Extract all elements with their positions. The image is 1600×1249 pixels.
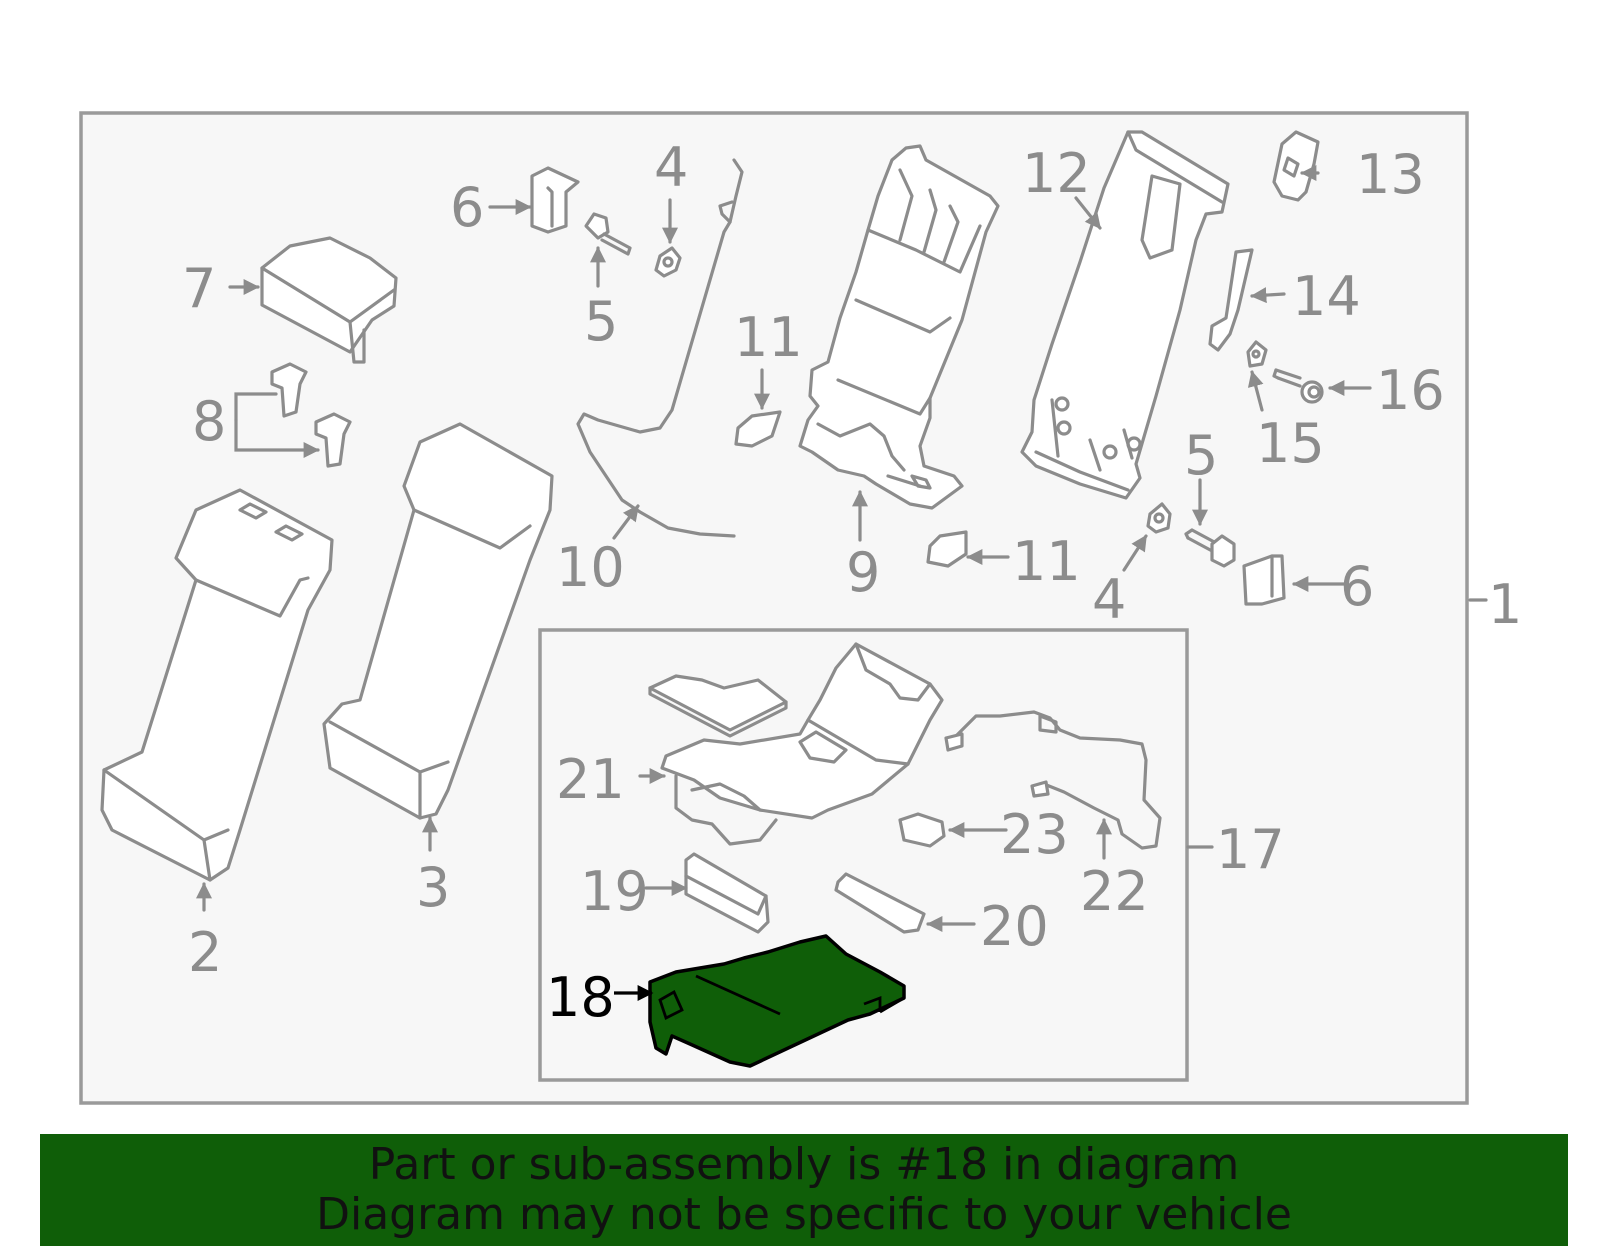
part-23-connector [898, 812, 946, 848]
part-18-highlighted [648, 934, 906, 1068]
info-banner: Part or sub-assembly is #18 in diagram D… [40, 1134, 1568, 1246]
part-5-bolt-top [584, 212, 632, 256]
leader-lines [196, 165, 1488, 1001]
callout-22: 22 [1080, 860, 1149, 923]
part-16-bolt [1272, 368, 1324, 404]
part-21-armrest-lid [660, 642, 944, 846]
callout-13: 13 [1356, 143, 1425, 206]
callout-21: 21 [556, 748, 625, 811]
callout-19: 19 [580, 860, 649, 923]
callout-16: 16 [1376, 359, 1445, 422]
callout-2: 2 [188, 921, 222, 984]
callout-17: 17 [1216, 818, 1285, 881]
part-10-cable [576, 158, 744, 538]
part-12-panel [1020, 130, 1230, 500]
callout-5-right: 5 [1184, 424, 1218, 487]
part-15-washer [1246, 340, 1268, 368]
part-5-bolt-right [1184, 528, 1236, 568]
callout-12: 12 [1022, 142, 1091, 205]
part-lid-pad [648, 674, 788, 738]
part-2-seatback [100, 488, 334, 882]
callout-4-right: 4 [1092, 568, 1126, 631]
part-3-seatback [322, 422, 554, 820]
part-6-clip-top [530, 166, 580, 234]
callout-11-top: 11 [734, 306, 803, 369]
part-4-washer-right [1146, 502, 1172, 534]
part-13-clip [1272, 130, 1320, 202]
callout-8: 8 [192, 390, 226, 453]
part-11-pad-bottom [926, 530, 968, 568]
callout-20: 20 [980, 895, 1049, 958]
callout-5-top: 5 [584, 290, 618, 353]
part-8-guides [270, 362, 352, 468]
part-6-clip-right [1242, 554, 1286, 606]
callout-3: 3 [416, 856, 450, 919]
callout-10: 10 [556, 536, 625, 599]
part-14-strip [1208, 248, 1254, 352]
part-7-headrest [260, 236, 398, 364]
banner-line-1: Part or sub-assembly is #18 in diagram [368, 1139, 1240, 1190]
callout-1: 1 [1488, 573, 1522, 636]
callout-4-top: 4 [654, 136, 688, 199]
callout-15: 15 [1256, 412, 1325, 475]
callout-11-bottom: 11 [1012, 530, 1081, 593]
callout-7: 7 [182, 257, 216, 320]
part-4-washer-top [654, 246, 682, 278]
callout-9: 9 [846, 541, 880, 604]
callout-14: 14 [1292, 265, 1361, 328]
callout-6-right: 6 [1340, 555, 1374, 618]
banner-line-2: Diagram may not be specific to your vehi… [316, 1189, 1292, 1240]
part-20-plate [834, 872, 926, 934]
callout-6-top: 6 [450, 176, 484, 239]
callout-23: 23 [1000, 803, 1069, 866]
part-9-frame [798, 144, 1000, 510]
callout-18: 18 [546, 966, 615, 1029]
part-11-pad-top [734, 410, 782, 448]
part-22-wiring [944, 710, 1162, 850]
